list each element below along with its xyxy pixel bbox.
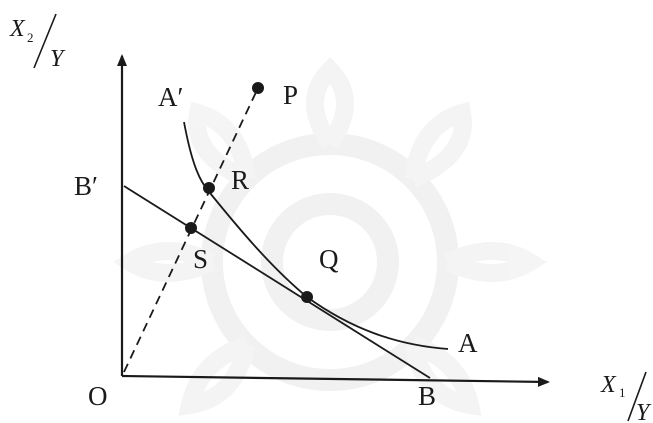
label-b-prime: B′ (74, 171, 98, 201)
label-s: S (193, 244, 208, 274)
label-p: P (283, 80, 298, 110)
point-s (185, 222, 197, 234)
point-p (252, 82, 264, 94)
x-axis (121, 374, 550, 387)
budget-line (123, 185, 431, 379)
x-axis-label-subscript: 1 (619, 385, 626, 400)
label-r: R (231, 165, 249, 195)
x-axis-label: X 1 Y (600, 371, 652, 423)
x-axis-label-slash (627, 371, 647, 422)
label-o: O (88, 381, 108, 411)
label-a: A (458, 328, 478, 358)
point-r (203, 182, 215, 194)
y-axis-label-numerator: X (9, 16, 26, 42)
y-axis-label: X 2 Y (9, 13, 66, 72)
x-axis-label-denominator: Y (636, 400, 652, 423)
isoquant-curve (183, 121, 449, 350)
x-axis-label-numerator: X (600, 372, 617, 398)
y-axis-label-slash (33, 13, 57, 69)
label-q: Q (319, 244, 339, 274)
point-q (301, 291, 313, 303)
y-axis-label-denominator: Y (50, 46, 66, 72)
label-b: B (418, 381, 436, 411)
label-a-prime: A′ (158, 82, 183, 112)
y-axis-label-subscript: 2 (27, 30, 34, 45)
